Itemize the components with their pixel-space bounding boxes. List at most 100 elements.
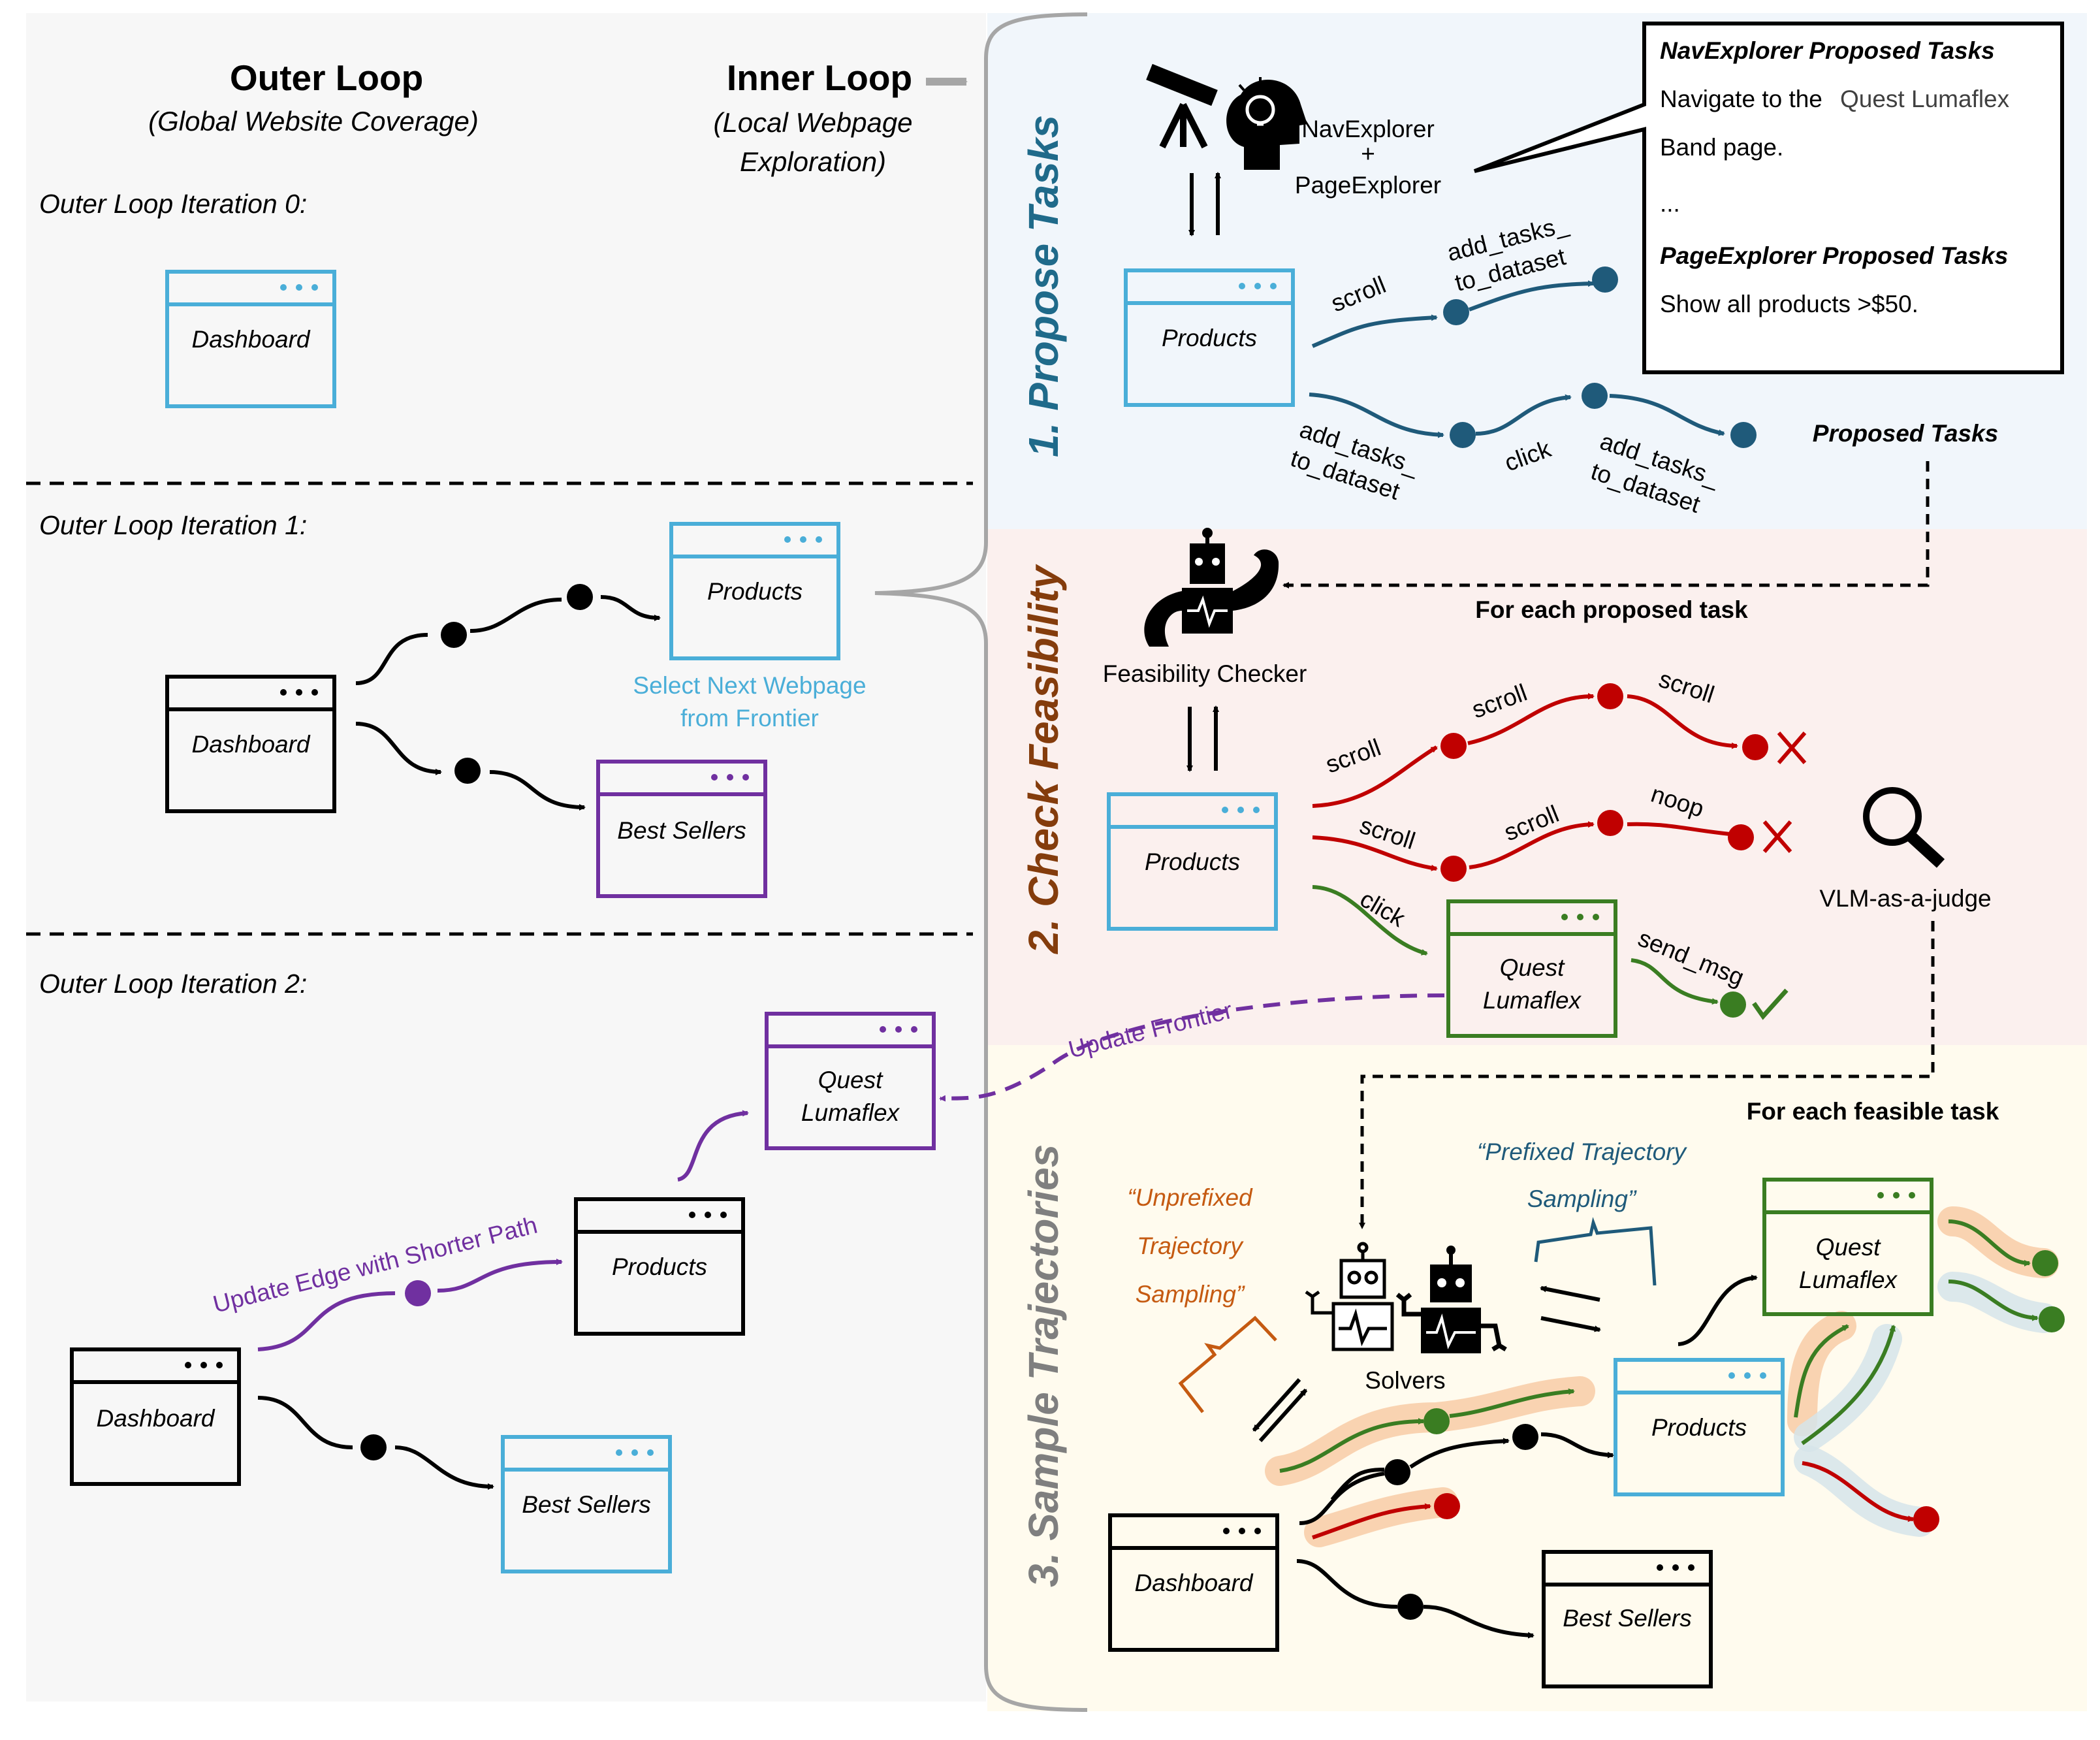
page-label: Quest bbox=[1816, 1234, 1881, 1261]
page-label: Dashboard bbox=[191, 326, 310, 353]
bubble-page-title: PageExplorer Proposed Tasks bbox=[1660, 242, 2008, 269]
page-dashboard-iter0: Dashboard bbox=[165, 270, 336, 408]
prefixed-brace bbox=[1534, 1217, 1657, 1286]
stage-propose-label: 1. Propose Tasks bbox=[1020, 115, 1067, 457]
page-quest-lumaflex-sample: Quest Lumaflex bbox=[1762, 1178, 1933, 1316]
bidirectional-arrow-icon bbox=[1188, 172, 1221, 236]
unprefixed-brace bbox=[1178, 1315, 1277, 1413]
vlm-judge-label: VLM-as-a-judge bbox=[1819, 885, 1991, 912]
check-edges bbox=[1312, 693, 1738, 1005]
state-node bbox=[1742, 734, 1768, 760]
state-node bbox=[1450, 422, 1476, 448]
page-products-iter2: Products bbox=[574, 1197, 745, 1336]
page-label: Lumaflex bbox=[1483, 987, 1582, 1014]
page-best-sellers-sample: Best Sellers bbox=[1542, 1550, 1713, 1688]
page-quest-lumaflex-iter2: Quest Lumaflex bbox=[765, 1012, 936, 1150]
page-products-propose: Products bbox=[1124, 268, 1295, 407]
for-each-proposed-label: For each proposed task bbox=[1475, 596, 1748, 623]
page-label: Lumaflex bbox=[1799, 1266, 1898, 1293]
swap-arrows-icon bbox=[1252, 1285, 1601, 1443]
page-products-check: Products bbox=[1107, 792, 1278, 931]
page-label: Best Sellers bbox=[1563, 1605, 1691, 1632]
page-label: Best Sellers bbox=[617, 817, 746, 844]
bubble-page-text: Show all products >$50. bbox=[1660, 291, 1918, 317]
lightbulb-head-icon bbox=[1226, 77, 1307, 170]
select-next-label-1: Select Next Webpage bbox=[633, 672, 866, 699]
stage-sample-label: 3. Sample Trajectories bbox=[1020, 1144, 1067, 1587]
agent-name-1: NavExplorer bbox=[1301, 116, 1435, 142]
state-node bbox=[1443, 299, 1469, 325]
state-node bbox=[1582, 383, 1608, 409]
solvers-label: Solvers bbox=[1365, 1367, 1445, 1394]
unprefixed-label-1: “Unprefixed bbox=[1127, 1184, 1253, 1211]
proposed-tasks-bubble: NavExplorer Proposed Tasks Navigate to t… bbox=[1473, 22, 2064, 374]
robot-icon bbox=[1305, 1242, 1394, 1351]
prefixed-label-2: Sampling” bbox=[1527, 1185, 1637, 1212]
inner-loop-brace bbox=[874, 12, 1088, 1712]
bubble-ellipsis: ... bbox=[1660, 190, 1680, 217]
iteration-2-label: Outer Loop Iteration 2: bbox=[39, 969, 307, 999]
state-node bbox=[405, 1280, 431, 1306]
page-label: Products bbox=[1651, 1414, 1747, 1441]
proposed-tasks-label: Proposed Tasks bbox=[1813, 420, 1998, 447]
state-node bbox=[1597, 683, 1623, 709]
stage-check-label: 2. Check Feasibility bbox=[1020, 564, 1067, 954]
state-node bbox=[567, 584, 593, 610]
page-best-sellers-iter1: Best Sellers bbox=[596, 760, 767, 898]
unprefixed-label-3: Sampling” bbox=[1136, 1281, 1245, 1308]
inner-loop-title: Inner Loop bbox=[727, 57, 912, 98]
outer-loop-title: Outer Loop bbox=[230, 57, 423, 98]
page-best-sellers-iter2: Best Sellers bbox=[501, 1435, 672, 1573]
page-dashboard-iter1: Dashboard bbox=[165, 675, 336, 813]
judge-to-solver-arrow bbox=[1359, 921, 1935, 1229]
page-label: Products bbox=[1162, 325, 1257, 351]
iter2-edges bbox=[257, 993, 1445, 1490]
agent-name-2: PageExplorer bbox=[1295, 172, 1441, 199]
page-label: Dashboard bbox=[191, 731, 310, 758]
sample-edges bbox=[1279, 1219, 2039, 1639]
bubble-nav-text-1: Navigate to the bbox=[1660, 86, 1822, 112]
outer-loop-subtitle: (Global Website Coverage) bbox=[148, 106, 479, 137]
cross-icon bbox=[1777, 732, 1807, 764]
state-node bbox=[1434, 1493, 1460, 1519]
page-label: Quest bbox=[1500, 954, 1565, 981]
state-node bbox=[1728, 824, 1754, 850]
page-label: Lumaflex bbox=[801, 1099, 900, 1126]
inner-loop-subtitle-1: (Local Webpage bbox=[713, 107, 912, 138]
page-dashboard-sample: Dashboard bbox=[1108, 1513, 1279, 1652]
page-products-sample: Products bbox=[1614, 1358, 1785, 1496]
state-node bbox=[1397, 1594, 1424, 1620]
bidirectional-arrow-icon bbox=[1186, 705, 1219, 772]
agent-plus: + bbox=[1361, 140, 1375, 167]
state-node bbox=[1512, 1424, 1538, 1450]
state-node bbox=[454, 758, 481, 784]
robot-icon bbox=[1144, 528, 1279, 647]
iteration-0-label: Outer Loop Iteration 0: bbox=[39, 189, 307, 219]
page-label: Products bbox=[612, 1253, 707, 1280]
state-node bbox=[1597, 810, 1623, 836]
check-icon bbox=[1752, 988, 1789, 1020]
page-dashboard-iter2: Dashboard bbox=[70, 1347, 241, 1486]
iter1-edges bbox=[355, 595, 661, 811]
propose-edges bbox=[1309, 280, 1725, 438]
state-node bbox=[1720, 991, 1746, 1018]
bubble-nav-text-2: Band page. bbox=[1660, 134, 1783, 161]
proposed-to-checker-arrow bbox=[1282, 461, 1930, 588]
state-node bbox=[1592, 266, 1618, 293]
state-node bbox=[1730, 422, 1757, 448]
page-quest-lumaflex-check: Quest Lumaflex bbox=[1446, 899, 1617, 1038]
prefixed-label-1: “Prefixed Trajectory bbox=[1477, 1138, 1688, 1165]
state-node bbox=[1440, 733, 1467, 759]
state-node bbox=[441, 622, 467, 648]
state-node bbox=[1384, 1459, 1410, 1485]
page-label: Dashboard bbox=[96, 1405, 215, 1432]
cross-icon bbox=[1762, 820, 1792, 853]
robot-icon bbox=[1395, 1246, 1507, 1353]
page-label: Products bbox=[707, 578, 803, 605]
state-node bbox=[2039, 1306, 2065, 1332]
page-label: Best Sellers bbox=[522, 1491, 650, 1518]
telescope-icon bbox=[1146, 63, 1218, 149]
state-node bbox=[360, 1434, 387, 1460]
stage3-panel bbox=[987, 1045, 2087, 1711]
inner-loop-subtitle-2: Exploration) bbox=[740, 146, 886, 177]
